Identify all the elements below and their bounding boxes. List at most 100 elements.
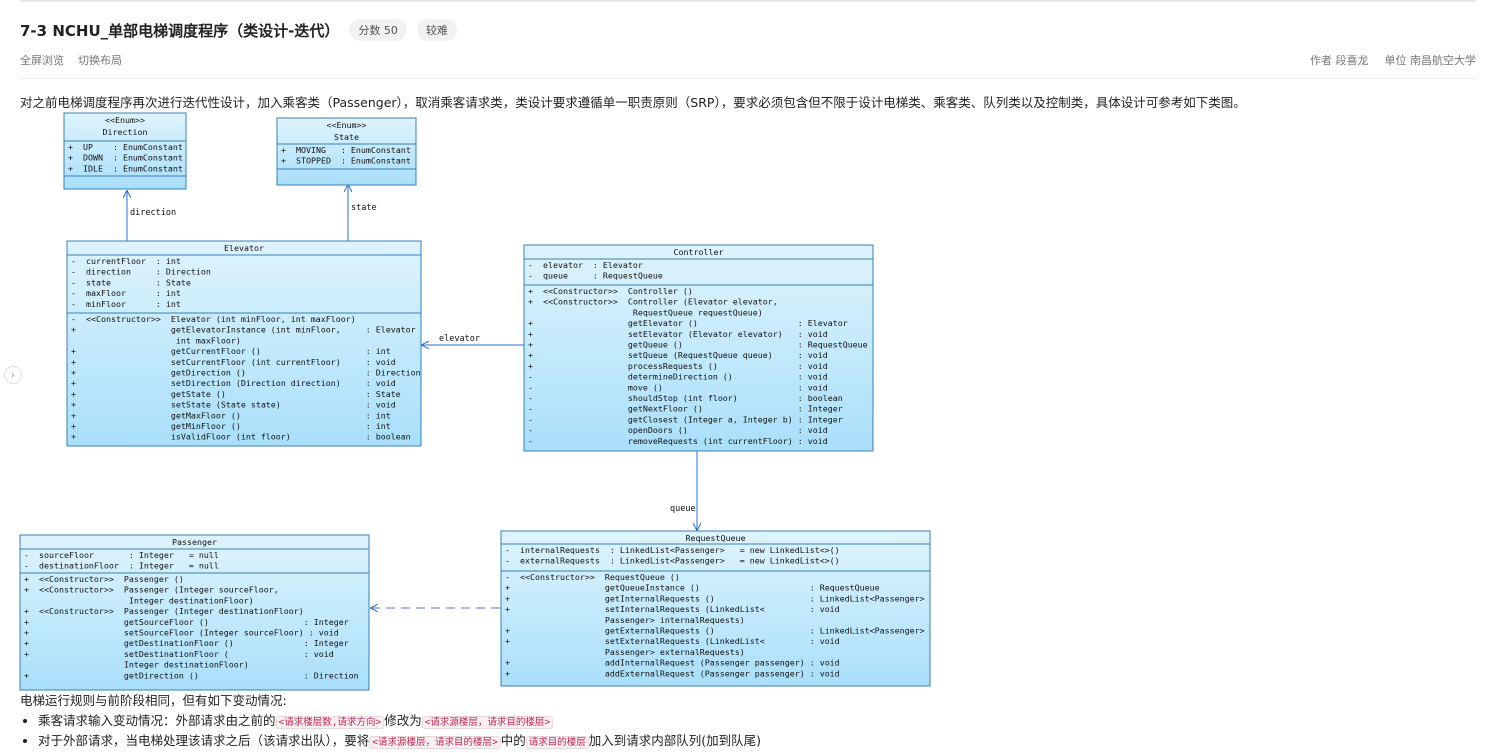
problem-toolbar: 全屏浏览 切换布局 作者 段喜龙 单位 南昌航空大学	[20, 52, 1476, 70]
class-method: + addInternalRequest (Passenger passenge…	[505, 658, 840, 668]
class-attribute: - queue : RequestQueue	[528, 271, 663, 281]
class-method: - determineDirection () : void	[528, 372, 828, 382]
class-method: + setDirection (Direction direction) : v…	[71, 378, 396, 388]
rules-list: 乘客请求输入变动情况：外部请求由之前的<请求楼层数,请求方向>修改为<请求源楼层…	[20, 713, 761, 751]
class-method: + getMinFloor () : int	[71, 421, 391, 431]
class-method: - <<Constructor>> Elevator (int minFloor…	[71, 314, 356, 324]
edge-label-elevator: elevator	[439, 334, 480, 344]
class-box-direction: <<Enum>> Direction + UP : EnumConstant+ DO…	[63, 112, 187, 190]
class-attribute: - state : State	[71, 277, 191, 287]
class-attribute: + UP : EnumConstant	[68, 142, 183, 152]
class-box-frame	[66, 240, 422, 447]
class-method: - move () : void	[528, 382, 828, 392]
class-box-controller: Controller- elevator : Elevator- queue :…	[523, 244, 874, 452]
class-method: + getQueue () : RequestQueue	[528, 340, 868, 350]
class-method: - getNextFloor () : Integer	[528, 404, 843, 414]
class-method: + getDirection () : Direction	[71, 368, 421, 378]
problem-description: 对之前电梯调度程序再次进行迭代性设计，加入乘客类（Passenger），取消乘客…	[20, 95, 1246, 110]
class-stereotype: <<Enum>>	[327, 120, 367, 130]
problem-header: 7-3 NCHU_单部电梯调度程序（类设计-迭代） 分数 50 较难	[20, 18, 457, 42]
rule-1-prefix: 乘客请求输入变动情况：外部请求由之前的	[38, 713, 276, 728]
class-method: + setState (State state) : void	[71, 400, 396, 410]
class-box-state: <<Enum>>State+ MOVING : EnumConstant+ ST…	[276, 117, 417, 186]
class-box-requestqueue: RequestQueue - internalRequests : LinkedL…	[500, 530, 931, 687]
class-method: + setDestinationFloor ( : void	[24, 649, 334, 659]
class-method: + setQueue (RequestQueue queue) : void	[528, 350, 828, 360]
top-divider	[20, 0, 1476, 2]
class-method: + setCurrentFloor (int currentFloor) : v…	[71, 357, 396, 367]
class-method: + getInternalRequests () : LinkedList<Pa…	[505, 593, 925, 603]
class-attribute: - maxFloor : int	[71, 288, 181, 298]
class-method: + <<Constructor>> Passenger (Integer des…	[24, 606, 304, 616]
class-stereotype: <<Enum>>	[105, 115, 145, 125]
class-method: - openDoors () : void	[528, 425, 828, 435]
class-method: + getSourceFloor () : Integer	[24, 617, 349, 627]
class-attribute: - externalRequests : LinkedList<Passenge…	[505, 556, 840, 566]
class-method: + getQueueInstance () : RequestQueue	[505, 583, 880, 593]
class-box-frame	[500, 530, 931, 687]
rule-1-middle: 修改为	[384, 713, 422, 728]
class-box-passenger: Passenger - sourceFloor : Integer = null-…	[19, 534, 370, 691]
rule-1-code-old: <请求楼层数,请求方向>	[275, 716, 385, 729]
difficulty-badge: 较难	[416, 19, 457, 41]
rule-2-code-dest: 请求目的楼层	[525, 736, 589, 749]
class-attribute: - sourceFloor : Integer = null	[24, 550, 219, 560]
class-attribute: + DOWN : EnumConstant	[68, 153, 183, 163]
class-method: - removeRequests (int currentFloor) : vo…	[528, 436, 828, 446]
chevron-right-icon: ›	[11, 369, 15, 381]
class-method: + setSourceFloor (Integer sourceFloor) :…	[24, 628, 339, 638]
edge-label-state: state	[351, 203, 377, 213]
class-method: + getDestinationFloor () : Integer	[24, 638, 349, 648]
class-box-frame	[523, 244, 874, 452]
rule-1-code-new: <请求源楼层，请求目的楼层>	[421, 716, 554, 729]
class-name: Direction	[103, 127, 148, 137]
class-attribute: - minFloor : int	[71, 299, 181, 309]
header-divider	[20, 78, 1476, 79]
class-attribute: - direction : Direction	[71, 267, 211, 277]
rule-item-2: 对于外部请求，当电梯处理该请求之后（该请求出队），要将<请求源楼层，请求目的楼层…	[38, 733, 761, 751]
class-method: + getElevatorInstance (int minFloor, : E…	[71, 325, 416, 335]
class-attribute: - destinationFloor : Integer = null	[24, 561, 219, 571]
class-method: + setExternalRequests (LinkedList< : voi…	[505, 636, 840, 646]
rule-2-middle: 中的	[500, 733, 526, 748]
class-method: int maxFloor)	[71, 335, 241, 345]
class-box-frame	[276, 117, 417, 186]
class-method: + getElevator () : Elevator	[528, 318, 848, 328]
class-attribute: + MOVING : EnumConstant	[281, 145, 411, 155]
class-method: Passenger> internalRequests)	[505, 615, 745, 625]
class-method: - shouldStop (int floor) : boolean	[528, 393, 843, 403]
expand-panel-button[interactable]: ›	[4, 366, 22, 384]
class-method: + isValidFloor (int floor) : boolean	[71, 432, 411, 442]
author-label: 作者 段喜龙	[1310, 54, 1369, 67]
problem-title: 7-3 NCHU_单部电梯调度程序（类设计-迭代）	[20, 21, 340, 40]
edge-label-queue: queue	[670, 504, 696, 514]
class-method: Integer destinationFloor)	[24, 660, 249, 670]
class-name: Passenger	[172, 537, 217, 547]
fullscreen-link[interactable]: 全屏浏览	[20, 54, 64, 67]
class-method: RequestQueue requestQueue)	[528, 307, 763, 317]
class-method: - <<Constructor>> RequestQueue ()	[505, 572, 680, 582]
class-name: RequestQueue	[686, 533, 746, 543]
class-method: + getCurrentFloor () : int	[71, 346, 391, 356]
class-attribute: - internalRequests : LinkedList<Passenge…	[505, 545, 840, 555]
class-method: + getExternalRequests () : LinkedList<Pa…	[505, 626, 925, 636]
class-method: + <<Constructor>> Passenger ()	[24, 574, 184, 584]
class-method: Integer destinationFloor)	[24, 595, 254, 605]
toggle-layout-link[interactable]: 切换布局	[78, 54, 122, 67]
class-method: + <<Constructor>> Passenger (Integer sou…	[24, 585, 279, 595]
class-method: Passenger> externalRequests)	[505, 647, 745, 657]
class-method: - getClosest (Integer a, Integer b) : In…	[528, 414, 843, 424]
diagram-edges: direction state elevator queue	[127, 185, 697, 608]
rule-2-prefix: 对于外部请求，当电梯处理该请求之后（该请求出队），要将	[38, 733, 370, 748]
rule-2-code-pair: <请求源楼层，请求目的楼层>	[369, 736, 501, 749]
class-attribute: + STOPPED : EnumConstant	[281, 156, 411, 166]
class-attribute: - elevator : Elevator	[528, 260, 643, 270]
rules-intro: 电梯运行规则与前阶段相同，但有如下变动情况:	[20, 693, 287, 708]
class-method: + getState () : State	[71, 389, 401, 399]
class-method: + addExternalRequest (Passenger passenge…	[505, 668, 840, 678]
class-attribute: + IDLE : EnumConstant	[68, 163, 183, 173]
rule-item-1: 乘客请求输入变动情况：外部请求由之前的<请求楼层数,请求方向>修改为<请求源楼层…	[38, 713, 761, 731]
class-method: + setInternalRequests (LinkedList< : voi…	[505, 604, 840, 614]
class-method: + getMaxFloor () : int	[71, 410, 391, 420]
class-name: Elevator	[224, 243, 264, 253]
